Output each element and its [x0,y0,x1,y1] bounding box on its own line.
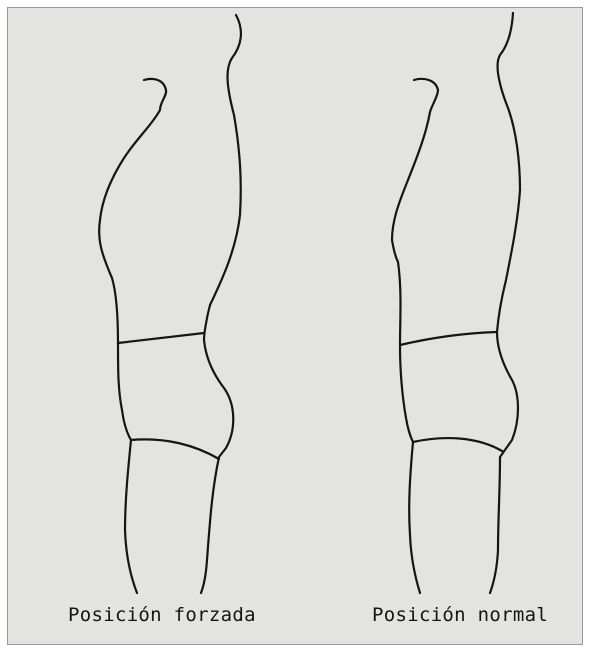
caption-normal-posture: Posición normal [372,604,548,626]
normal-waistline [400,332,497,345]
forced-back-outline [201,15,241,593]
forced-front-outline [99,79,166,593]
normal-hipline [413,438,502,451]
caption-forced-posture: Posición forzada [68,604,256,626]
forced-waistline [118,333,204,343]
figure-forced-posture [99,15,241,593]
normal-front-outline [392,79,438,593]
forced-hipline [131,439,219,459]
figure-normal-posture [392,13,520,593]
normal-back-outline [490,13,520,593]
